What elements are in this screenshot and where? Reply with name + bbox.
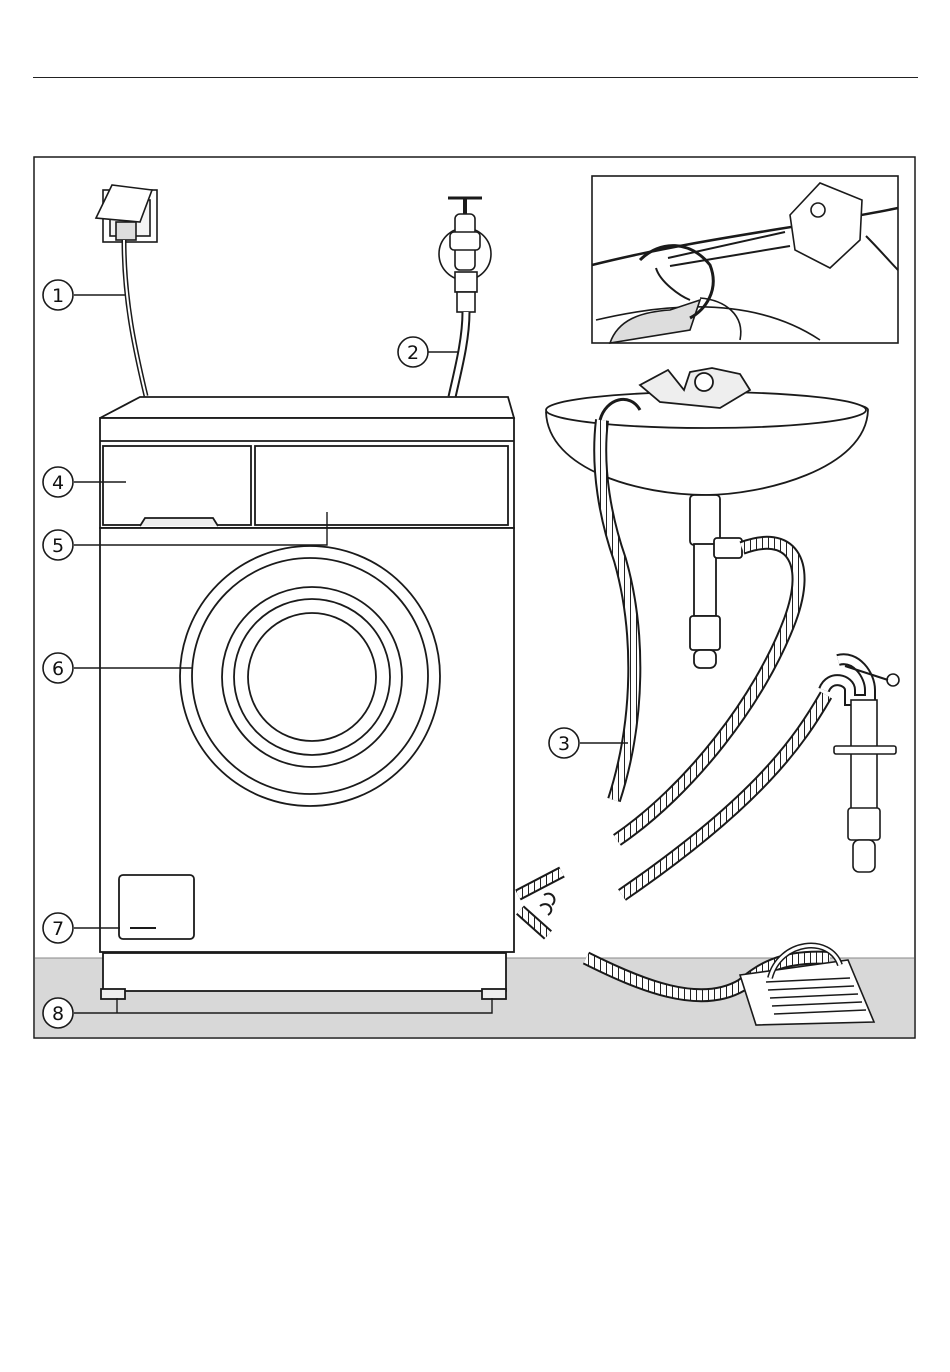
svg-text:1: 1 <box>52 285 64 307</box>
svg-text:8: 8 <box>52 1003 64 1025</box>
callout-7: 7 <box>43 913 73 943</box>
callout-4: 4 <box>43 467 73 497</box>
washing-machine-icon <box>100 397 514 999</box>
callout-1: 1 <box>43 280 73 310</box>
svg-text:5: 5 <box>52 535 64 557</box>
callout-3: 3 <box>549 728 579 758</box>
svg-text:3: 3 <box>558 733 570 755</box>
svg-text:4: 4 <box>52 472 64 494</box>
power-socket-icon <box>96 185 157 242</box>
svg-text:7: 7 <box>52 918 64 940</box>
callout-2: 2 <box>398 337 428 367</box>
inset-detail <box>592 176 898 343</box>
callout-6: 6 <box>43 653 73 683</box>
callout-5: 5 <box>43 530 73 560</box>
svg-text:2: 2 <box>407 342 419 364</box>
svg-text:6: 6 <box>52 658 64 680</box>
callout-8: 8 <box>43 998 73 1028</box>
